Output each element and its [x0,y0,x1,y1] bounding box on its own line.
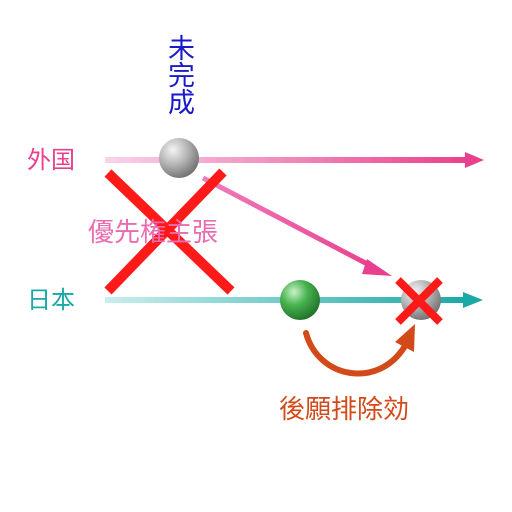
unfinished-label: 未完成 [163,34,194,115]
priority-claim-arrow [201,175,392,276]
later-exclusion-arrow [303,324,415,377]
later-exclusion-label: 後願排除効 [279,395,410,425]
foreign-timeline-arrow [105,152,484,168]
japan-label: 日本 [27,286,75,314]
foreign-application-ball [159,138,199,178]
japan-application-ball [280,280,320,320]
foreign-label: 外国 [27,146,75,174]
priority-denied-cross-icon [104,168,235,295]
later-application-cross-icon [395,277,443,325]
priority-claim-label: 優先権主張 [88,218,219,248]
